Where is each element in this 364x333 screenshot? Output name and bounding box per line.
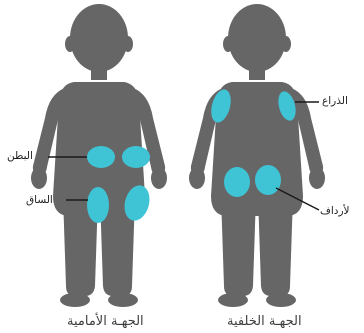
front-view-caption: الجهـة الأمامية — [67, 314, 144, 329]
arm-label: الذراع — [322, 95, 348, 107]
back-buttock-left-zone — [224, 167, 250, 197]
back-buttock-right-zone — [255, 165, 281, 195]
front-thigh-left-zone — [87, 187, 109, 223]
leg-label: الساق — [26, 194, 53, 206]
back-figure — [189, 4, 325, 307]
front-abdomen-left-zone — [87, 146, 115, 168]
back-view-caption: الجهـة الخلفية — [227, 314, 302, 329]
abdomen-label: البطن — [7, 150, 33, 162]
front-abdomen-right-zone — [122, 146, 150, 168]
buttocks-label: لأرداف — [320, 205, 350, 217]
